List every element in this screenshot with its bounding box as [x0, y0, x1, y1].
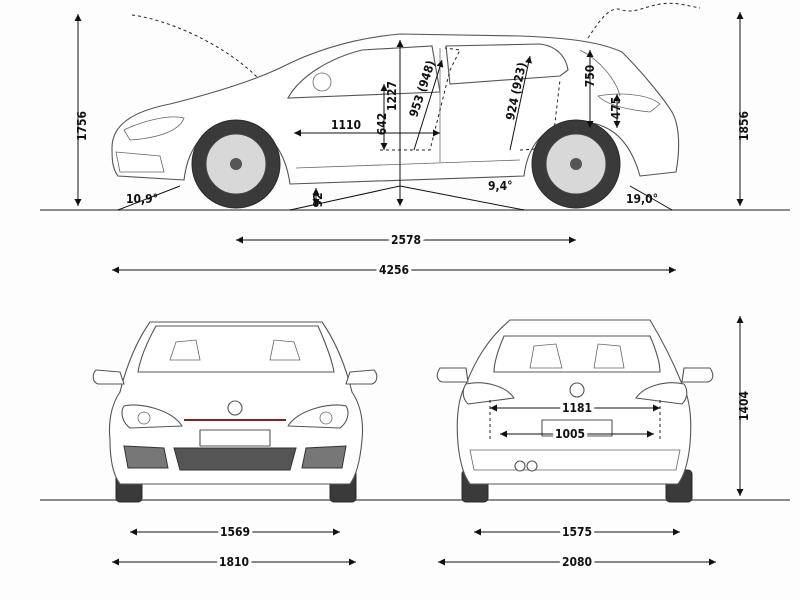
- exhaust-right: [526, 460, 538, 472]
- taillight-right: [635, 382, 688, 405]
- sill-line: [295, 159, 521, 169]
- front-grille-side: [115, 151, 165, 173]
- mirror-front-left: [92, 369, 125, 385]
- ramp-angle-label: 9,4°: [488, 179, 513, 193]
- rear-hub: [570, 158, 582, 170]
- door-swing-line: [131, 14, 259, 79]
- overall-length-label: 4256: [379, 263, 409, 277]
- rear-screen: [493, 335, 661, 373]
- headlight-right-lens: [319, 411, 333, 425]
- front-hub: [230, 158, 242, 170]
- taillight-left: [462, 382, 515, 405]
- headlight-left: [121, 404, 183, 429]
- rear-view: 1181 1005 1404 1575 2080: [436, 316, 751, 572]
- ground-clearance-label: 92: [311, 192, 325, 207]
- approach-angle-line: [117, 185, 181, 211]
- front-view: 1569 1810: [40, 321, 790, 572]
- seat-height-label: 642: [375, 113, 389, 136]
- track-rear-label: 1575: [562, 525, 592, 539]
- width-mirrors-label: 2080: [562, 555, 592, 569]
- boot-width-bottom-label: 1005: [555, 427, 585, 441]
- height-left-label: 1756: [75, 111, 89, 141]
- approach-angle-label: 10,9°: [126, 192, 158, 206]
- legroom-rear-line: [509, 55, 532, 151]
- headlight-left-lens: [137, 411, 151, 425]
- headlight-right: [287, 404, 349, 429]
- rear-height-label: 1404: [737, 390, 751, 421]
- headlight-side: [123, 116, 185, 141]
- side-view: 1756 1856 1227 642 953 (948) 924 (923) 7…: [40, 2, 790, 280]
- headroom-label: 1227: [385, 81, 399, 111]
- rear-bumper: [469, 449, 681, 471]
- exhaust-left: [514, 460, 526, 472]
- departure-angle-line: [629, 185, 673, 211]
- boot-opening-label: 750: [583, 65, 597, 88]
- mirror-front-right: [345, 369, 378, 385]
- lower-grille: [173, 447, 297, 471]
- front-seat-outline: [380, 47, 461, 151]
- wheelbase-label: 2578: [391, 233, 421, 247]
- track-front-label: 1569: [220, 525, 250, 539]
- seats-rear-view: [529, 343, 625, 369]
- height-right-label: 1856: [737, 111, 751, 141]
- width-body-label: 1810: [219, 555, 249, 569]
- mirror-rear-left: [436, 367, 469, 383]
- mirror-side: [312, 72, 332, 92]
- fog-grille-right: [301, 445, 347, 469]
- legroom-front-line: [413, 59, 444, 151]
- c-pillar-line: [579, 49, 621, 97]
- mirror-rear-right: [681, 367, 714, 383]
- fog-grille-left: [123, 445, 169, 469]
- front-plate: [199, 429, 271, 447]
- windscreen: [137, 325, 335, 373]
- rear-window: [445, 43, 569, 85]
- boot-sill-label: 475: [609, 97, 623, 120]
- ramp-angle-line-a: [289, 185, 401, 211]
- vw-logo-rear: [569, 382, 585, 398]
- ramp-angle-line-b: [399, 185, 525, 211]
- interior-length-label: 1110: [331, 118, 361, 132]
- seats-front-view: [169, 339, 301, 361]
- vw-logo-front: [227, 400, 243, 416]
- departure-angle-label: 19,0°: [626, 192, 658, 206]
- hatch-swing-line: [587, 2, 701, 39]
- boot-width-top-label: 1181: [562, 401, 592, 415]
